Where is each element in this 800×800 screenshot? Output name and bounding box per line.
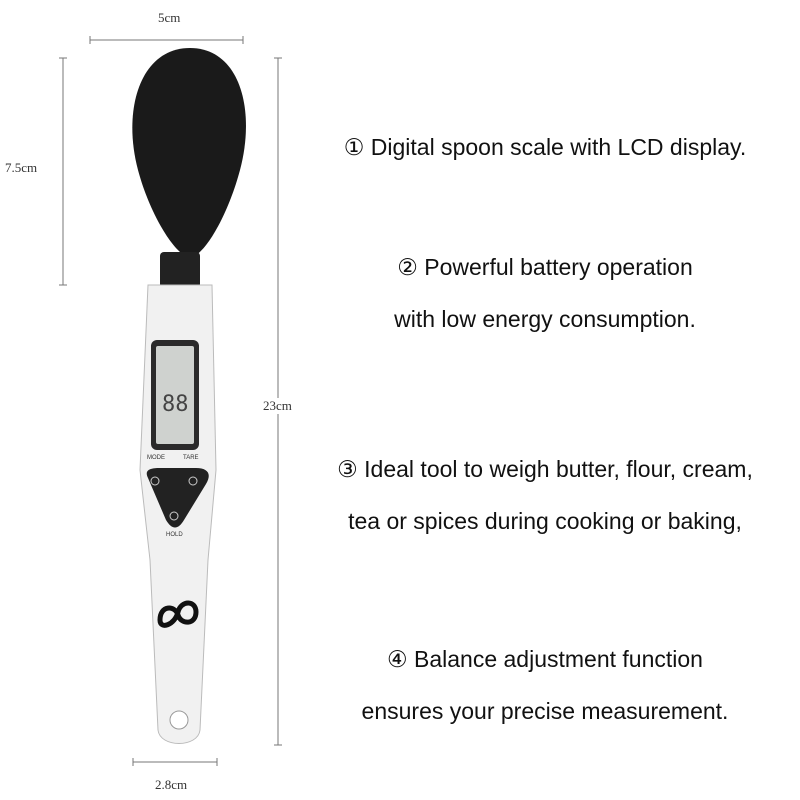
hold-button[interactable] [169,511,179,521]
tare-label: TARE [183,455,199,461]
spoon-bowl [132,48,246,258]
tare-button[interactable] [188,476,198,486]
mode-label: MODE [147,455,165,461]
hang-hole [169,710,189,730]
feature-line: ① Digital spoon scale with LCD display. [343,134,747,160]
lcd-reading: 88 [162,392,189,417]
feature-line: ③ Ideal tool to weigh butter, flour, cre… [337,456,753,482]
feature-line: ② Powerful battery operation [397,254,693,280]
feature-line: ensures your precise measurement. [361,698,729,724]
infinity-logo [157,600,199,628]
feature-4: ④ Balance adjustment function ensures you… [290,633,800,737]
lcd-screen [156,346,194,444]
feature-3: ③ Ideal tool to weigh butter, flour, cre… [290,443,800,547]
feature-1: ① Digital spoon scale with LCD display. [290,121,800,173]
feature-2: ② Powerful battery operation with low ene… [290,241,800,345]
handle-width-label: 2.8cm [155,777,188,792]
total-length-label: 23cm [263,398,292,414]
feature-line: ④ Balance adjustment function [387,646,703,672]
mode-button[interactable] [150,476,160,486]
feature-line: with low energy consumption. [394,306,696,332]
width-label: 5cm [158,10,181,25]
feature-line: tea or spices during cooking or baking, [348,508,742,534]
hold-label: HOLD [166,532,183,538]
button-pad[interactable] [146,468,209,528]
spoon-neck [160,252,200,288]
bowl-length-label: 7.5cm [5,160,38,175]
